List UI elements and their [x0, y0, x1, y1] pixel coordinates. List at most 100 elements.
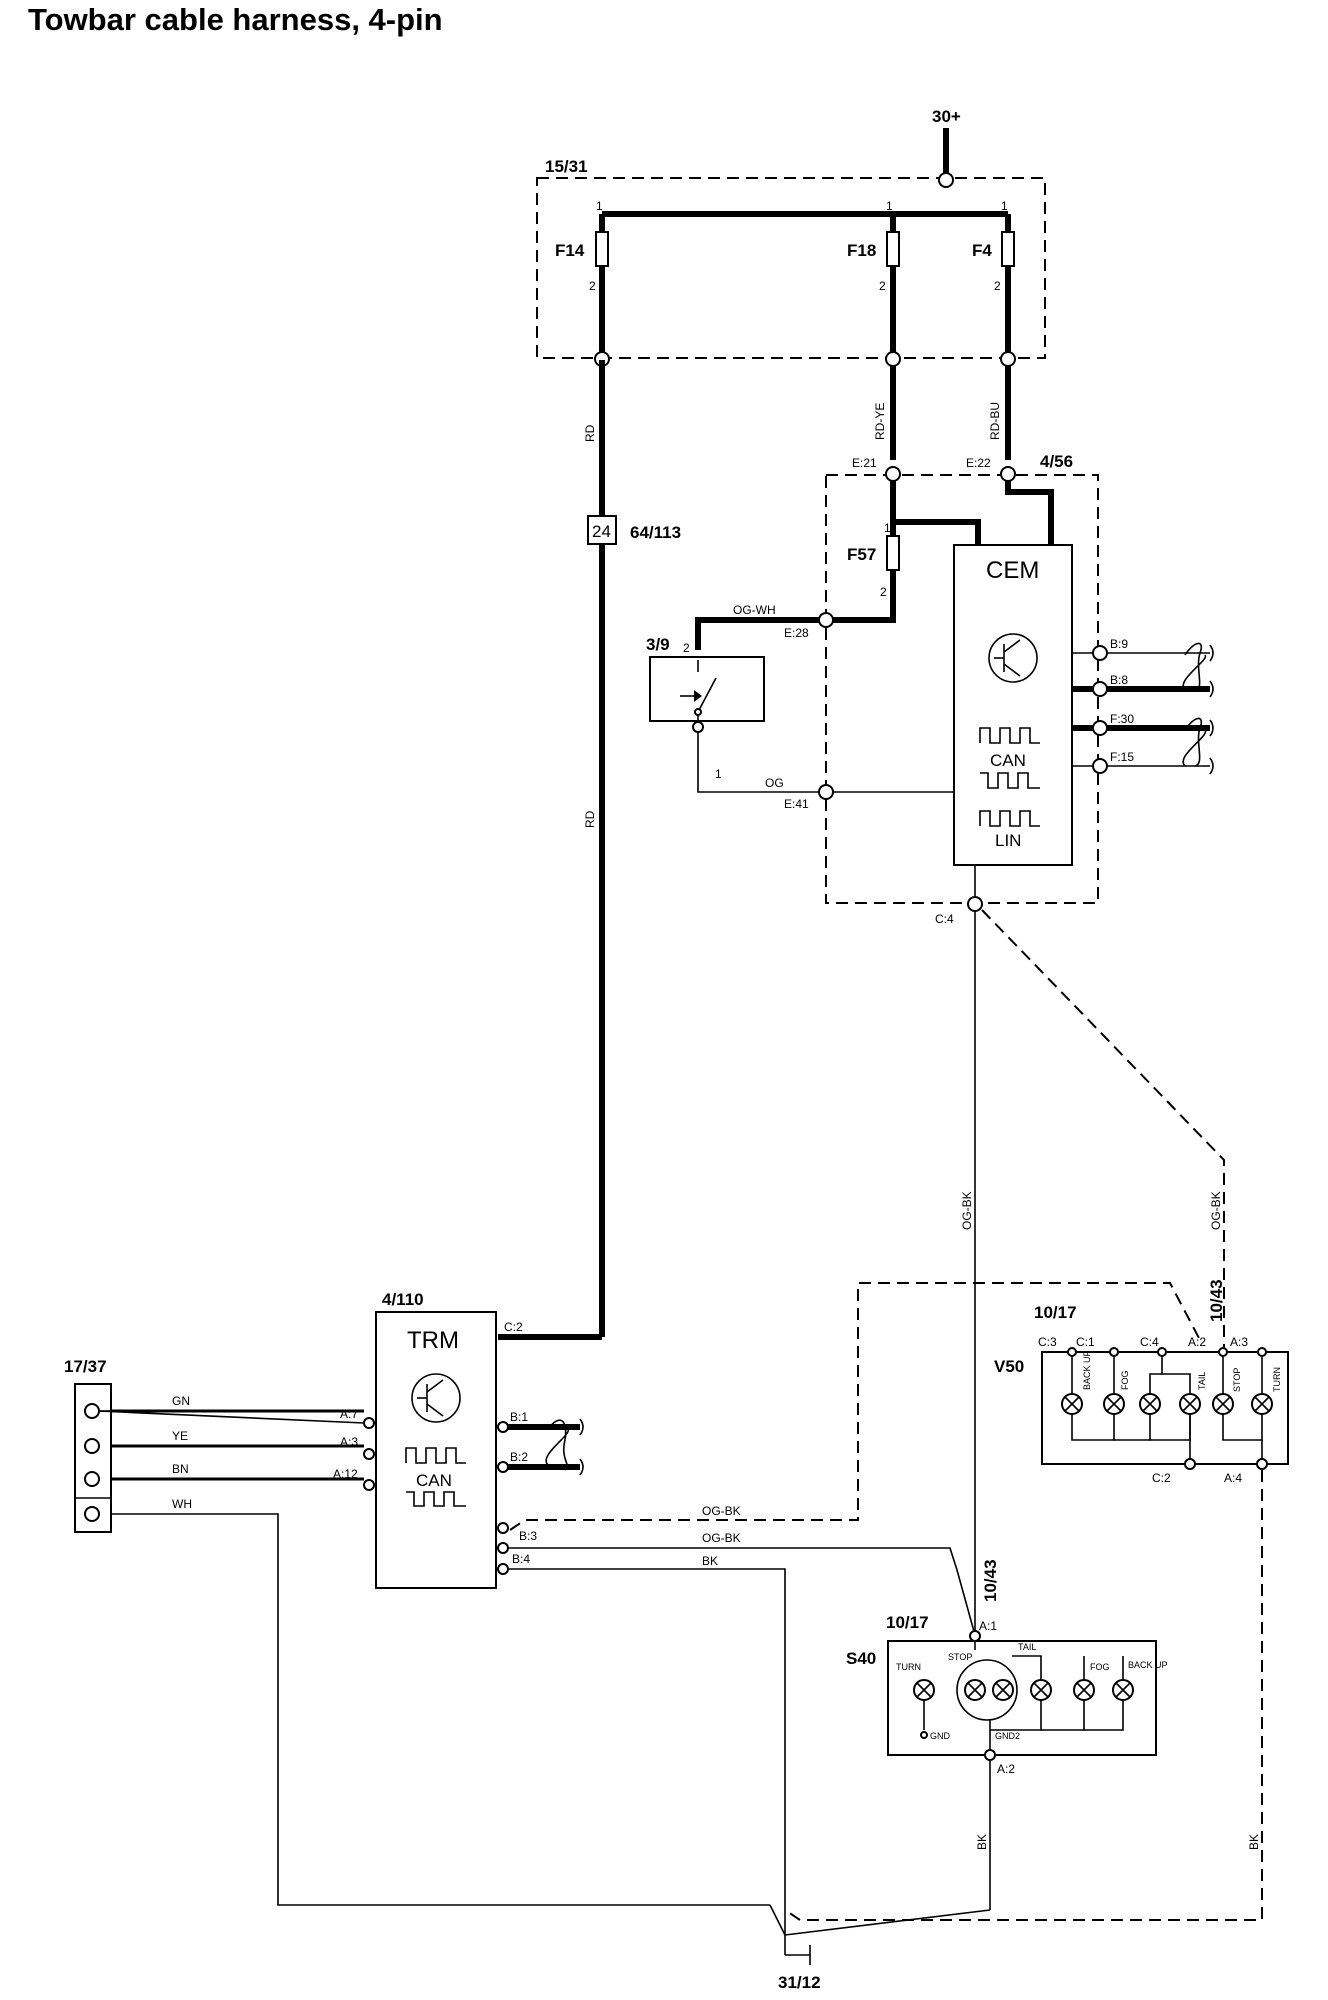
cem-pin-e22: E:22 [966, 456, 991, 470]
v50-pin-c4: C:4 [1140, 1335, 1159, 1349]
s40-lamp-stop: STOP [948, 1652, 972, 1662]
trm-transistor-icon [411, 1373, 461, 1423]
v50-pin-c1: C:1 [1076, 1335, 1095, 1349]
cem-pin-f30: F:30 [1110, 712, 1134, 726]
wire-ye: YE [172, 1429, 188, 1443]
wire-bk-s40: BK [975, 1834, 989, 1850]
v50-lamp-turn: TURN [1272, 1367, 1282, 1392]
trm-pin-b1: B:1 [510, 1410, 528, 1424]
cem-lin-label: LIN [995, 831, 1021, 850]
supply-label: 30+ [932, 107, 961, 126]
connector-64-pin: 24 [592, 522, 611, 541]
trm-pin-b3: B:3 [519, 1529, 537, 1543]
fusebox-ref: 15/31 [545, 157, 588, 176]
v50-lamps [1061, 1356, 1273, 1464]
fuse-f57-label: F57 [847, 545, 876, 564]
v50-lamp-stop: STOP [1232, 1368, 1242, 1392]
cem-pin-e41: E:41 [784, 797, 809, 811]
fuse-f57-pin2: 2 [880, 585, 887, 599]
wire-og-bk-s40: OG-BK [702, 1531, 741, 1545]
s40-variant: S40 [846, 1649, 876, 1668]
v50-lamp-tail: TAIL [1197, 1372, 1207, 1390]
v50-ref: 10/17 [1034, 1303, 1077, 1322]
v50-lamp-box [1041, 1351, 1289, 1465]
wire-rd-upper: RD [583, 424, 597, 442]
cem-can-wave-icon [979, 727, 1040, 789]
wire-bk-trm: BK [702, 1554, 718, 1568]
trm-pin-b4: B:4 [512, 1552, 530, 1566]
fuse-f4 [1001, 231, 1015, 267]
fuse-f4-pin2: 2 [994, 279, 1001, 293]
wire-wh: WH [172, 1497, 192, 1511]
fusebox-outline [536, 177, 1046, 359]
v50-pin-c2: C:2 [1152, 1471, 1171, 1485]
cem-ref: 4/56 [1040, 452, 1073, 471]
v50-lamp-fog: FOG [1120, 1371, 1130, 1391]
fuse-f4-label: F4 [972, 241, 992, 260]
socket-ref: 17/37 [64, 1357, 107, 1376]
s40-lamps [913, 1641, 1134, 1755]
v50-ref-alt: 10/43 [1207, 1279, 1226, 1322]
s40-ref-alt: 10/43 [981, 1559, 1000, 1602]
switch-ref: 3/9 [646, 635, 670, 654]
fuse-f14-pin2: 2 [589, 279, 596, 293]
socket-pin-wh [84, 1506, 100, 1522]
v50-lamp-back-up: BACK UP [1082, 1350, 1092, 1390]
wire-og-wh: OG-WH [733, 603, 776, 617]
cem-pin-c4: C:4 [935, 912, 954, 926]
cem-pin-f15: F:15 [1110, 750, 1134, 764]
s40-lamp-box [887, 1640, 1157, 1756]
wire-rd-bu: RD-BU [988, 402, 1002, 440]
cem-lin-wave-icon [979, 810, 1040, 827]
supply-junction [938, 172, 954, 188]
trm-ref: 4/110 [382, 1290, 424, 1309]
cem-pin-b8: B:8 [1110, 673, 1128, 687]
wire-bn: BN [172, 1462, 189, 1476]
connector-64-ref: 64/113 [630, 523, 681, 542]
trm-pin-c2: C:2 [504, 1320, 523, 1334]
wire-gn: GN [172, 1394, 190, 1408]
fuse-f57 [886, 535, 900, 571]
s40-ref: 10/17 [886, 1613, 929, 1632]
s40-lamp-back-up: BACK UP [1128, 1660, 1168, 1670]
fuse-f14-label: F14 [555, 241, 585, 260]
wire-rd-lower: RD [583, 810, 597, 828]
trm-pin-b2: B:2 [510, 1450, 528, 1464]
wire-og-bk-center: OG-BK [960, 1191, 974, 1230]
fuse-f18-pin2: 2 [879, 279, 886, 293]
trm-pin-a7: A:7 [340, 1407, 358, 1421]
v50-pin-c3: C:3 [1038, 1335, 1057, 1349]
socket-pin-gn [84, 1403, 100, 1419]
cem-pin-e21: E:21 [852, 456, 877, 470]
trm-name: TRM [407, 1327, 459, 1354]
cem-pin-e28: E:28 [784, 626, 809, 640]
fuse-f57-pin1: 1 [884, 521, 891, 535]
s40-pin-a1: A:1 [979, 1619, 997, 1633]
fuse-f14-pin1: 1 [596, 199, 603, 213]
ground-ref: 31/12 [778, 1973, 821, 1992]
switch-box [649, 656, 765, 722]
s40-gnd: GND [930, 1731, 951, 1741]
fuse-f18-pin1: 1 [886, 199, 893, 213]
socket-pin-ye [84, 1438, 100, 1454]
v50-pin-a4: A:4 [1224, 1471, 1242, 1485]
cem-box [953, 544, 1073, 866]
wire-bk-v50: BK [1247, 1834, 1261, 1850]
fuse-f4-pin1: 1 [1001, 199, 1008, 213]
switch-pin-1: 1 [715, 767, 722, 781]
page-title: Towbar cable harness, 4-pin [28, 2, 443, 37]
switch-symbol-icon [680, 660, 717, 716]
v50-pin-a3: A:3 [1230, 1335, 1248, 1349]
ground-junction [769, 1904, 991, 1965]
cem-right-pins [1072, 642, 1214, 775]
s40-lamp-turn: TURN [896, 1662, 921, 1672]
cem-name: CEM [986, 557, 1039, 584]
fuse-f18-label: F18 [847, 241, 876, 260]
s40-pin-a2: A:2 [997, 1762, 1015, 1776]
wire-og: OG [765, 776, 784, 790]
v50-variant: V50 [994, 1357, 1024, 1376]
s40-lamp-fog: FOG [1090, 1662, 1110, 1672]
wire-rd-ye: RD-YE [873, 403, 887, 440]
v50-pin-a2: A:2 [1188, 1335, 1206, 1349]
